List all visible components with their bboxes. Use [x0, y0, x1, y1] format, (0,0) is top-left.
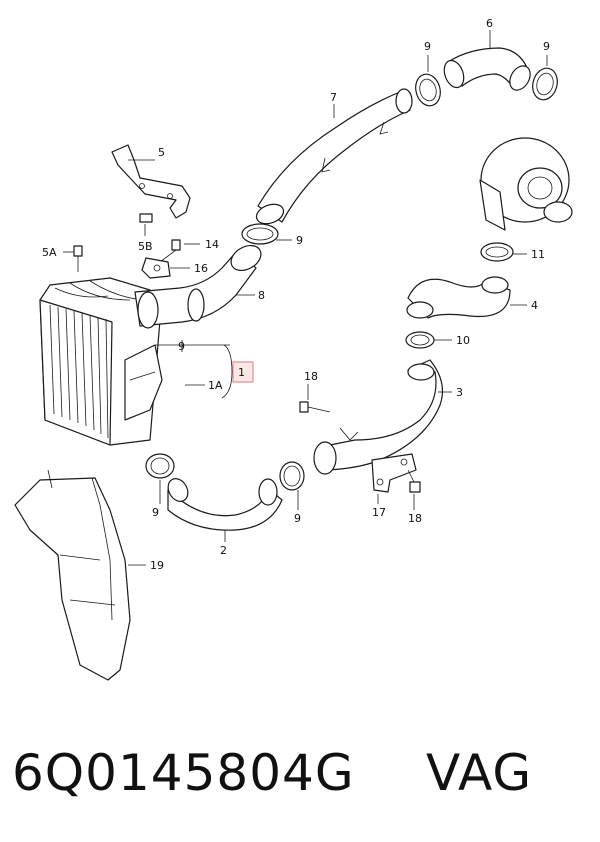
leader-lines — [63, 30, 548, 566]
bolt-14 — [159, 239, 181, 263]
air-duct-19 — [14, 469, 131, 681]
part-labels: 5 5A 5B 14 16 8 9 7 9 6 9 11 4 10 3 9 1A… — [42, 17, 550, 572]
part-number: 6Q0145804G — [12, 744, 355, 802]
highlight-box — [232, 361, 254, 383]
label-5a: 5A — [42, 246, 57, 259]
hose-8 — [134, 244, 262, 329]
bolt-18-a — [299, 401, 331, 413]
label-9-f: 9 — [294, 512, 301, 525]
clamp-9-b — [415, 73, 441, 107]
label-1: 1 — [238, 366, 245, 379]
hose-7 — [255, 88, 413, 225]
label-17: 17 — [372, 506, 386, 519]
label-5: 5 — [158, 146, 165, 159]
label-14: 14 — [205, 238, 219, 251]
label-6: 6 — [486, 17, 493, 30]
label-8: 8 — [258, 289, 265, 302]
label-9-a: 9 — [296, 234, 303, 247]
hose-2 — [167, 478, 283, 531]
nut-5b — [139, 213, 153, 223]
label-19: 19 — [150, 559, 164, 572]
label-11: 11 — [531, 248, 545, 261]
label-9-b: 9 — [424, 40, 431, 53]
label-2: 2 — [220, 544, 227, 557]
bracket-17 — [371, 453, 417, 493]
label-7: 7 — [330, 91, 337, 104]
turbocharger — [479, 137, 573, 231]
label-18-b: 18 — [408, 512, 422, 525]
bracket-5 — [111, 144, 191, 219]
clamp-9-e — [279, 461, 305, 491]
sensor-16 — [141, 257, 171, 279]
label-16: 16 — [194, 262, 208, 275]
hose-4 — [406, 276, 511, 319]
label-4: 4 — [531, 299, 538, 312]
hose-3 — [313, 359, 443, 475]
footer: 6Q0145804G VAG — [0, 728, 600, 818]
clamp-9-a — [241, 223, 279, 245]
ring-10 — [405, 331, 435, 349]
label-9-c: 9 — [543, 40, 550, 53]
bolt-5a — [73, 245, 83, 272]
clamp-9-c — [532, 67, 558, 101]
label-9-e: 9 — [152, 506, 159, 519]
brand-name: VAG — [426, 744, 533, 802]
label-1a: 1A — [208, 379, 223, 392]
clamp-11 — [480, 242, 514, 262]
hose-6 — [443, 47, 531, 91]
label-9-d: 9 — [178, 340, 185, 353]
intercooler — [39, 277, 163, 446]
label-3: 3 — [456, 386, 463, 399]
label-18-a: 18 — [304, 370, 318, 383]
clamp-9-d — [145, 453, 175, 479]
label-5b: 5B — [138, 240, 153, 253]
label-10: 10 — [456, 334, 470, 347]
bolt-18-b — [407, 469, 421, 493]
